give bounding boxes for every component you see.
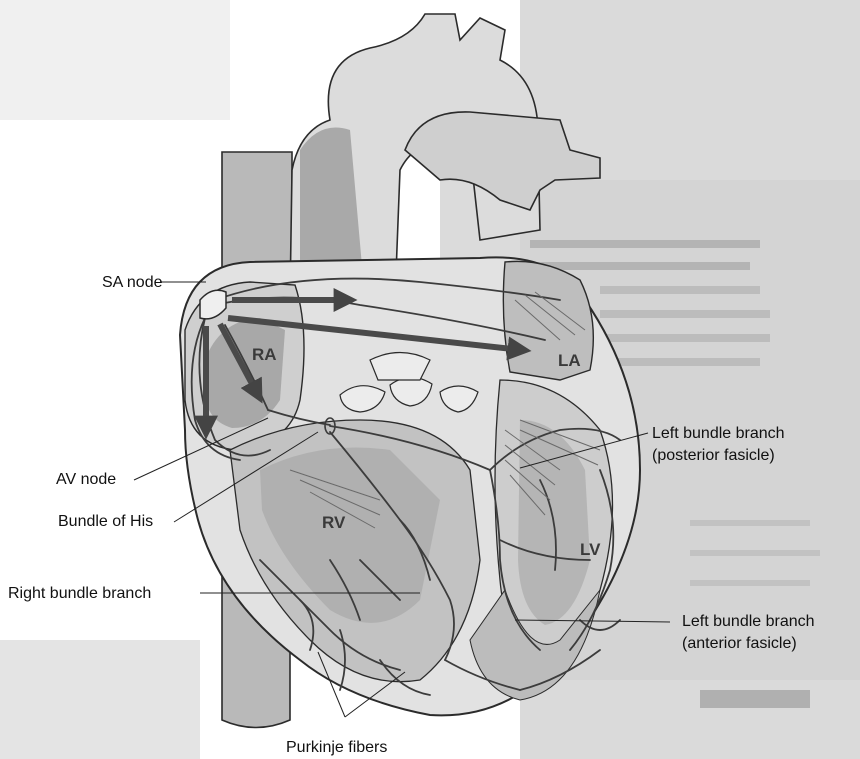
- label-left-bundle-posterior-line1: Left bundle branch: [652, 424, 785, 443]
- label-left-bundle-anterior-line1: Left bundle branch: [682, 612, 815, 631]
- label-purkinje-fibers: Purkinje fibers: [286, 738, 387, 757]
- label-right-bundle-branch: Right bundle branch: [8, 584, 151, 603]
- label-av-node: AV node: [56, 470, 116, 489]
- label-sa-node: SA node: [102, 273, 163, 292]
- label-left-bundle-anterior-line2: (anterior fasicle): [682, 634, 797, 653]
- chamber-label-lv: LV: [580, 540, 600, 560]
- chamber-label-rv: RV: [322, 513, 345, 533]
- label-bundle-of-his: Bundle of His: [58, 512, 153, 531]
- chamber-label-ra: RA: [252, 345, 277, 365]
- chamber-label-la: LA: [558, 351, 581, 371]
- label-left-bundle-posterior-line2: (posterior fasicle): [652, 446, 775, 465]
